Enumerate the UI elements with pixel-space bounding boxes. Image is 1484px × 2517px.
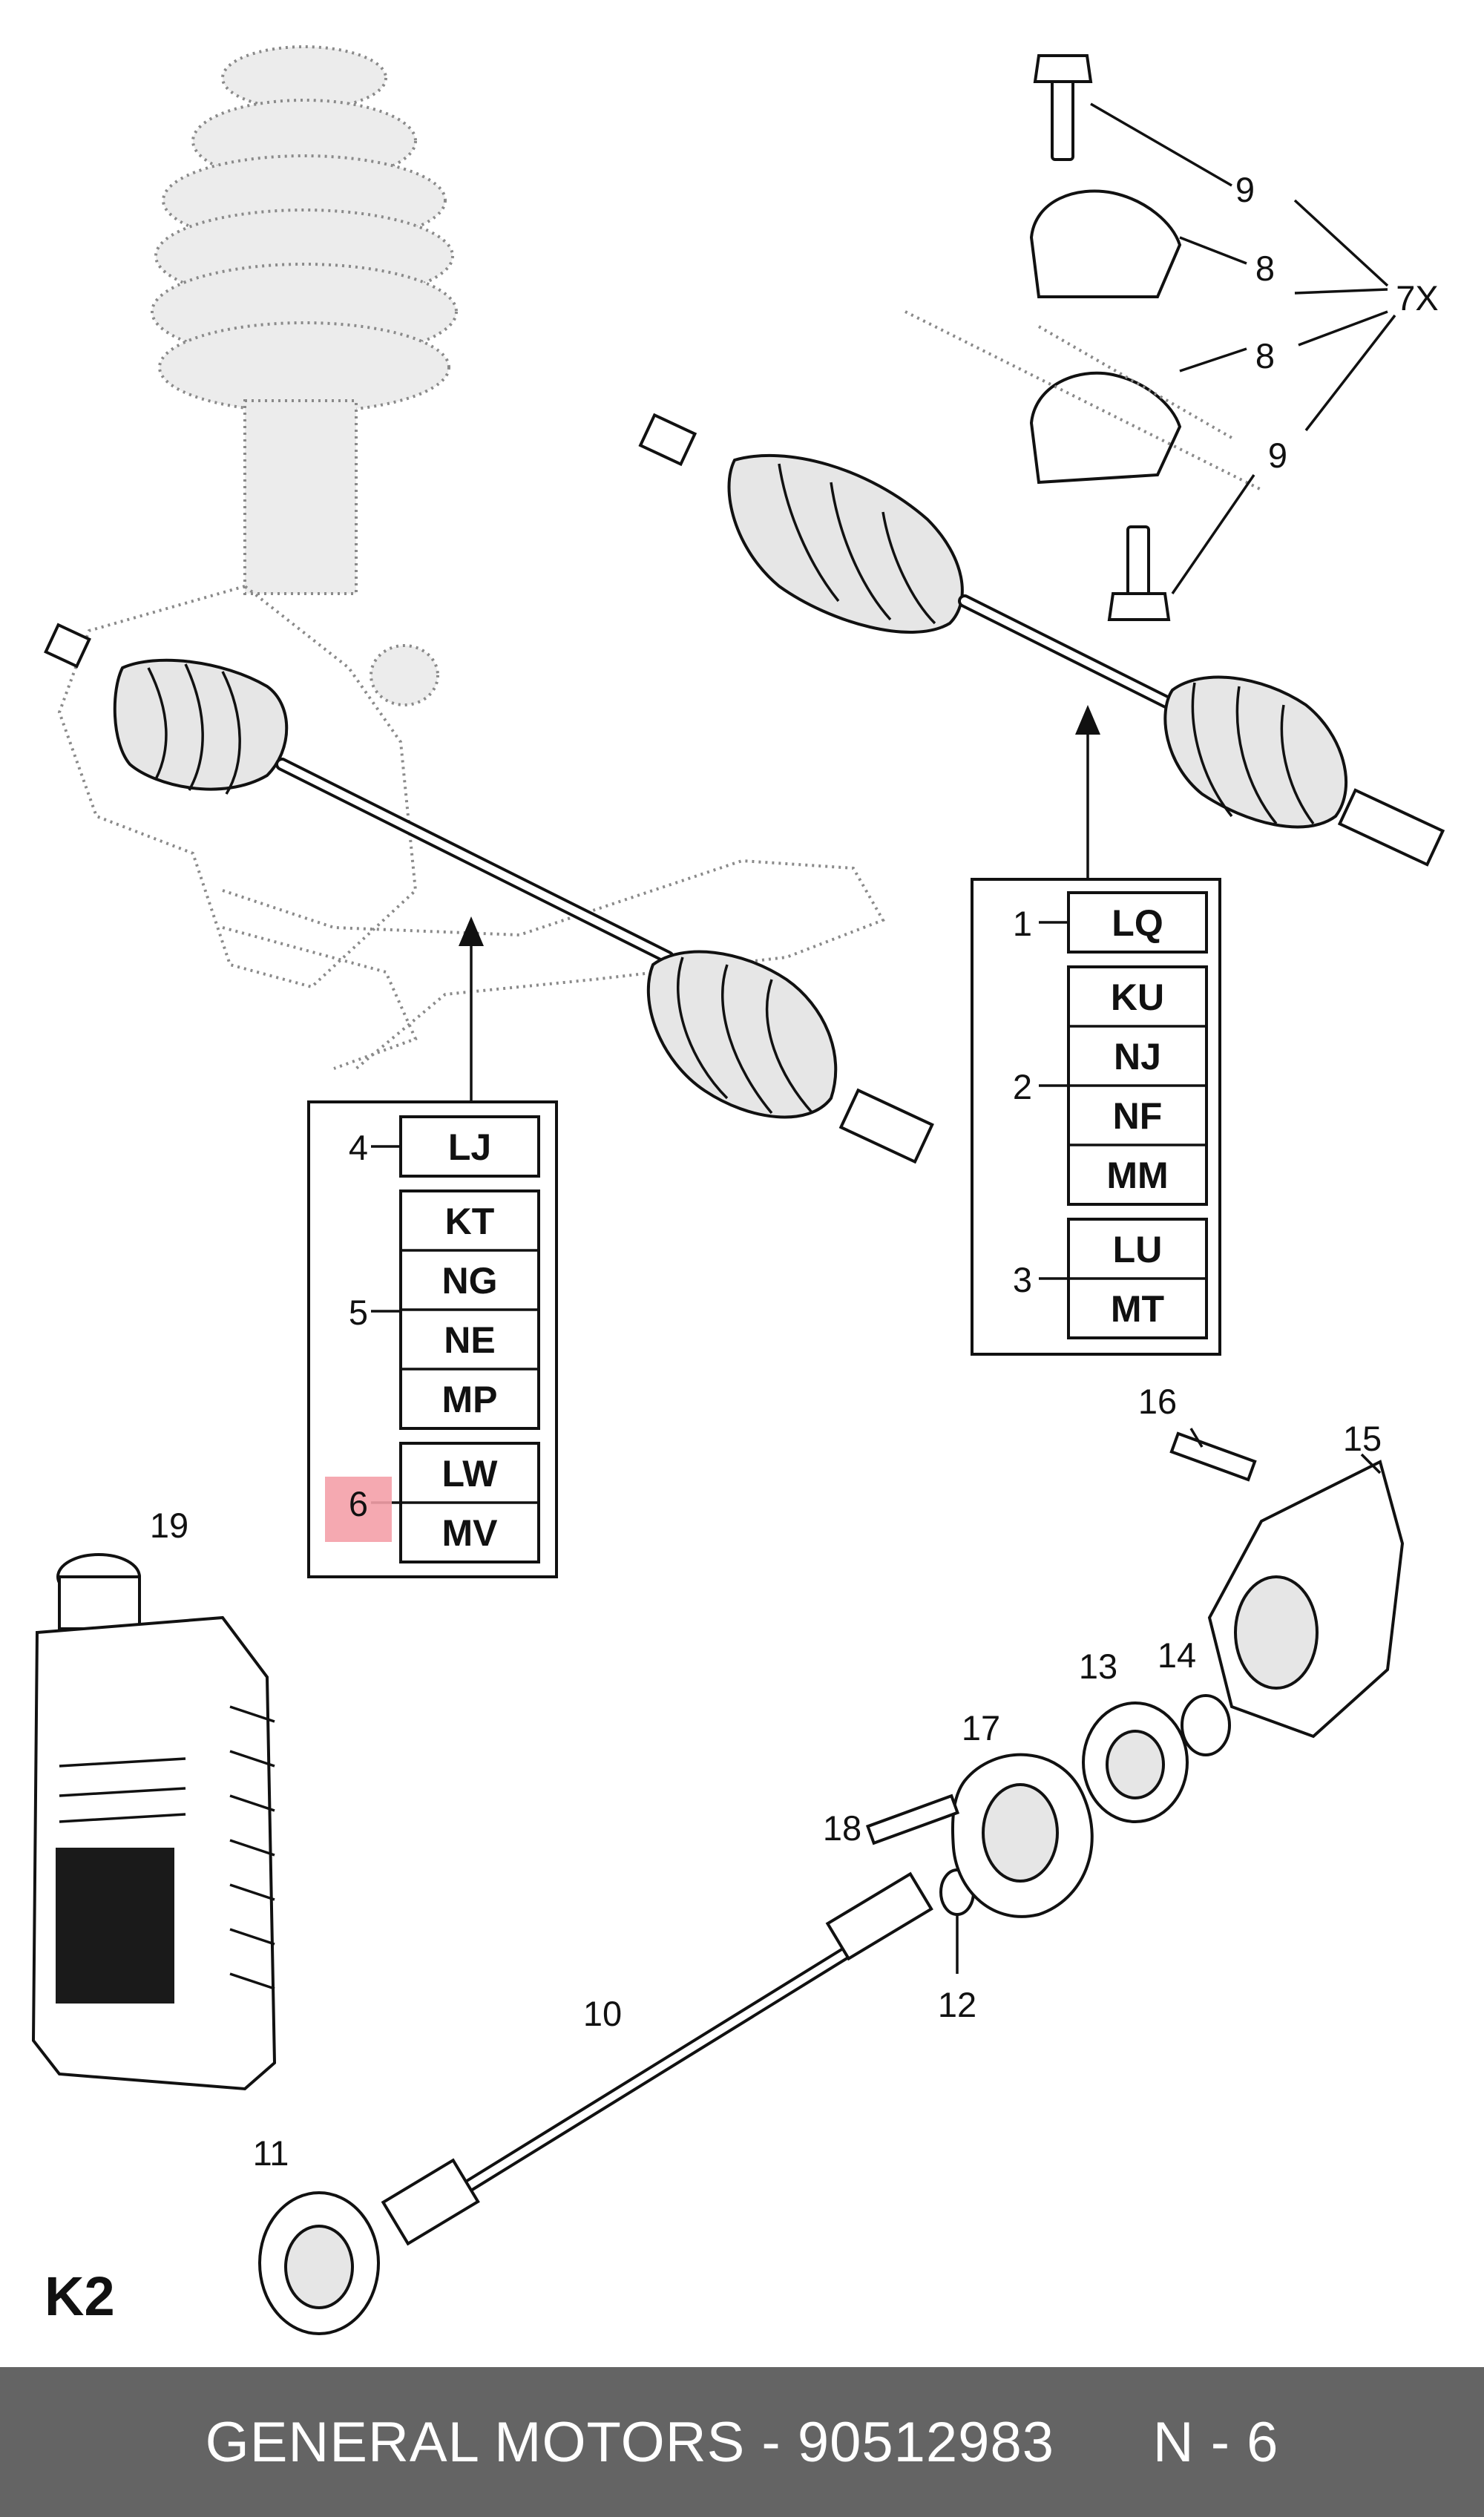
callout-8-bottom: 8 bbox=[1255, 336, 1275, 375]
callout-9-bottom: 9 bbox=[1268, 436, 1287, 475]
code-mp: MP bbox=[442, 1379, 498, 1420]
callout-7x: 7X bbox=[1396, 278, 1439, 318]
left-code-box: LJ KT NG NE MP LW MV 4 5 6 bbox=[307, 1100, 558, 1578]
footer-separator: - bbox=[745, 2410, 798, 2474]
ghost-suspension-strut bbox=[57, 45, 885, 1070]
callout-14: 14 bbox=[1158, 1635, 1196, 1675]
leaders-top-right bbox=[1090, 102, 1396, 594]
page-label: K2 bbox=[45, 2265, 115, 2327]
callout-15: 15 bbox=[1343, 1419, 1382, 1458]
callout-6: 6 bbox=[349, 1484, 368, 1523]
code-nj: NJ bbox=[1114, 1036, 1161, 1077]
bolt-18 bbox=[865, 1794, 960, 1845]
bearing-clamp-kit bbox=[904, 54, 1262, 621]
clamp-8-bottom bbox=[1029, 371, 1182, 485]
callout-13: 13 bbox=[1079, 1647, 1117, 1686]
highlight-marker bbox=[325, 1477, 392, 1542]
callout-18: 18 bbox=[823, 1808, 861, 1848]
right-drive-shaft bbox=[638, 413, 1445, 867]
callout-3: 3 bbox=[1013, 1260, 1032, 1299]
callout-10: 10 bbox=[583, 1994, 622, 2033]
leaders-lower bbox=[1189, 1428, 1382, 1474]
footer-page-ref: N - 6 bbox=[1152, 2410, 1279, 2474]
code-ne: NE bbox=[444, 1319, 495, 1361]
code-mv: MV bbox=[442, 1512, 499, 1554]
footer-gap bbox=[1054, 2410, 1153, 2475]
code-lj: LJ bbox=[448, 1126, 491, 1168]
code-lw: LW bbox=[442, 1453, 499, 1494]
clamp-8-top bbox=[1029, 189, 1182, 298]
callout-8-top: 8 bbox=[1255, 249, 1275, 288]
code-lu: LU bbox=[1113, 1229, 1163, 1270]
callout-9-top: 9 bbox=[1235, 170, 1255, 209]
left-drive-shaft bbox=[44, 623, 934, 1164]
intermediate-shaft-assembly bbox=[258, 1431, 1405, 2335]
code-kt: KT bbox=[445, 1201, 495, 1242]
callout-4: 4 bbox=[349, 1128, 368, 1167]
code-ng: NG bbox=[442, 1260, 498, 1302]
code-mt: MT bbox=[1111, 1288, 1164, 1330]
callout-19: 19 bbox=[150, 1506, 188, 1545]
code-nf: NF bbox=[1113, 1095, 1163, 1137]
footer-part-number: 90512983 bbox=[797, 2410, 1054, 2474]
circlip-14 bbox=[1181, 1694, 1231, 1756]
right-code-box: LQ KU NJ NF MM LU MT 1 2 3 bbox=[971, 878, 1221, 1356]
arrows bbox=[459, 705, 1100, 1102]
code-mm: MM bbox=[1106, 1155, 1168, 1196]
callout-12: 12 bbox=[938, 1985, 976, 2024]
callout-1: 1 bbox=[1013, 904, 1032, 943]
callout-5: 5 bbox=[349, 1293, 368, 1332]
footer-caption: GENERAL MOTORS - 90512983 N - 6 bbox=[0, 2367, 1484, 2517]
oil-bottle-19 bbox=[31, 1553, 277, 2091]
callout-11: 11 bbox=[253, 2133, 289, 2173]
callout-16: 16 bbox=[1138, 1382, 1177, 1421]
code-ku: KU bbox=[1111, 977, 1164, 1018]
footer-brand: GENERAL MOTORS bbox=[205, 2410, 746, 2474]
shaft-10-outer-spline bbox=[825, 1871, 933, 1961]
callout-2: 2 bbox=[1013, 1067, 1032, 1106]
footer-bar: GENERAL MOTORS - 90512983 N - 6 bbox=[0, 2367, 1484, 2517]
shaft-10-inner-spline bbox=[381, 2158, 480, 2246]
callout-17: 17 bbox=[962, 1708, 1000, 1748]
code-lq: LQ bbox=[1112, 902, 1163, 944]
bolt-16 bbox=[1169, 1431, 1257, 1482]
